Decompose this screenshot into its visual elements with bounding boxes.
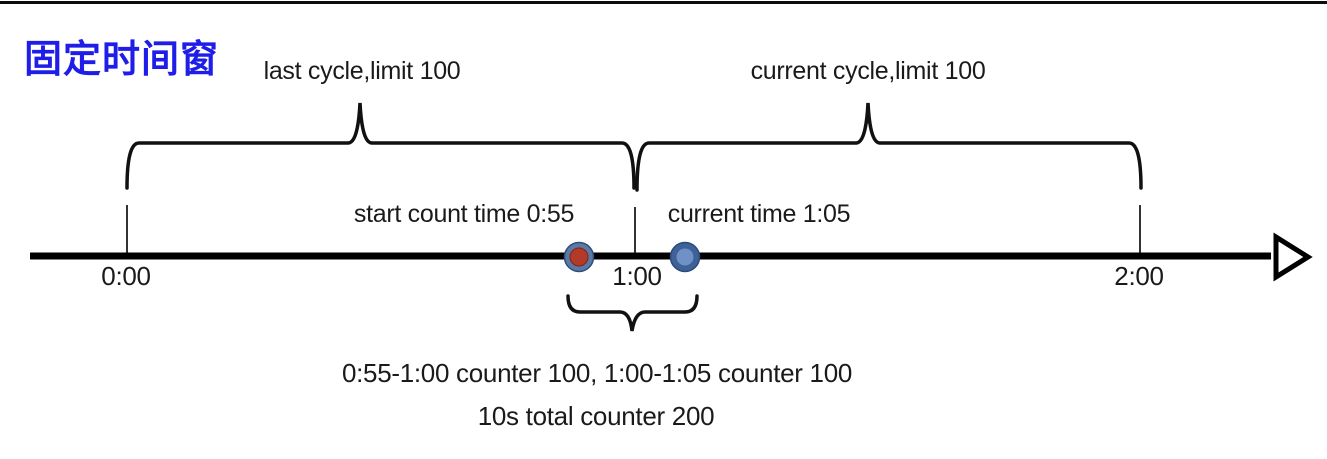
start-count-marker-core — [569, 247, 589, 267]
current-time-marker-dot — [669, 241, 701, 273]
tick-label-0-00: 0:00 — [101, 261, 151, 291]
page-title: 固定时间窗 — [24, 39, 220, 81]
current-time-marker-core — [675, 247, 695, 267]
top-border-line — [0, 1, 1327, 4]
last-cycle-label: last cycle,limit 100 — [263, 57, 461, 85]
counter-summary-line: 0:55-1:00 counter 100, 1:00-1:05 counter… — [341, 358, 853, 388]
last-cycle-brace — [125, 102, 636, 190]
current-time-label: current time 1:05 — [667, 200, 851, 228]
start-count-time-label: start count time 0:55 — [353, 200, 575, 228]
overlap-window-brace — [566, 294, 699, 332]
tick-label-2-00: 2:00 — [1114, 261, 1164, 291]
axis-arrow-icon — [1273, 232, 1313, 282]
current-cycle-label: current cycle,limit 100 — [750, 57, 986, 85]
current-cycle-brace — [635, 102, 1143, 192]
start-count-marker-dot — [563, 241, 595, 273]
total-counter-line: 10s total counter 200 — [477, 401, 715, 431]
tick-label-1-00: 1:00 — [612, 261, 662, 291]
